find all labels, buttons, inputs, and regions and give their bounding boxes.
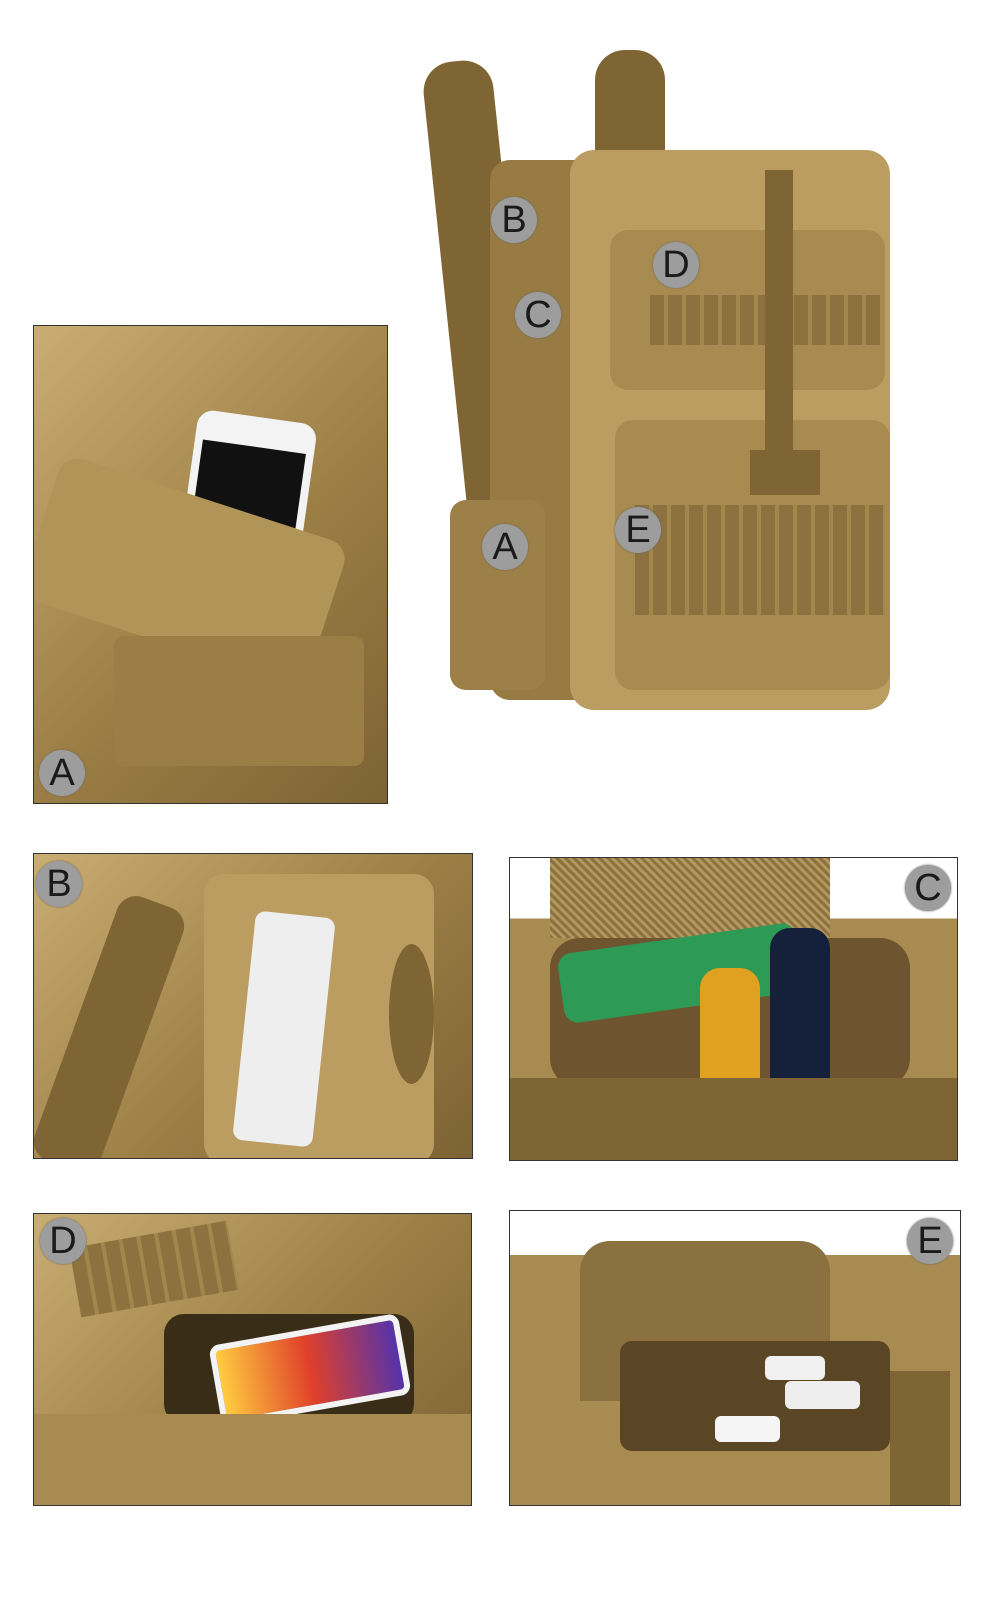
detail-panel-e: E: [509, 1210, 961, 1506]
panel-label-d: D: [40, 1218, 86, 1264]
soda-bottle: [770, 928, 830, 1098]
center-strap: [765, 170, 793, 450]
panel-label-a: A: [39, 750, 85, 796]
side-strap: [890, 1371, 950, 1505]
pack-rim: [510, 1078, 957, 1160]
main-label-e: E: [615, 507, 661, 553]
pack-body: [34, 1414, 471, 1505]
strap: [34, 890, 190, 1158]
panel-label-b: B: [36, 861, 82, 907]
main-label-c: C: [515, 292, 561, 338]
molle-webbing-bottom: [635, 505, 885, 615]
velcro-patch: [750, 450, 820, 495]
molle-webbing: [69, 1220, 239, 1318]
detail-panel-c: C: [509, 857, 958, 1161]
main-label-d: D: [653, 242, 699, 288]
detail-panel-d: D: [33, 1213, 472, 1506]
panel-label-c: C: [905, 865, 951, 911]
detail-panel-b: B: [33, 853, 473, 1159]
phone-2: [785, 1381, 860, 1409]
panel-label-e: E: [907, 1218, 953, 1264]
phone-3: [715, 1416, 780, 1442]
padding-oval: [389, 944, 434, 1084]
juice-bottle: [700, 968, 760, 1098]
main-label-b: B: [491, 197, 537, 243]
pocket-body: [114, 636, 364, 766]
main-label-a: A: [482, 524, 528, 570]
detail-panel-a: A: [33, 325, 388, 804]
main-backpack-image: [395, 40, 965, 720]
phone-1: [765, 1356, 825, 1380]
